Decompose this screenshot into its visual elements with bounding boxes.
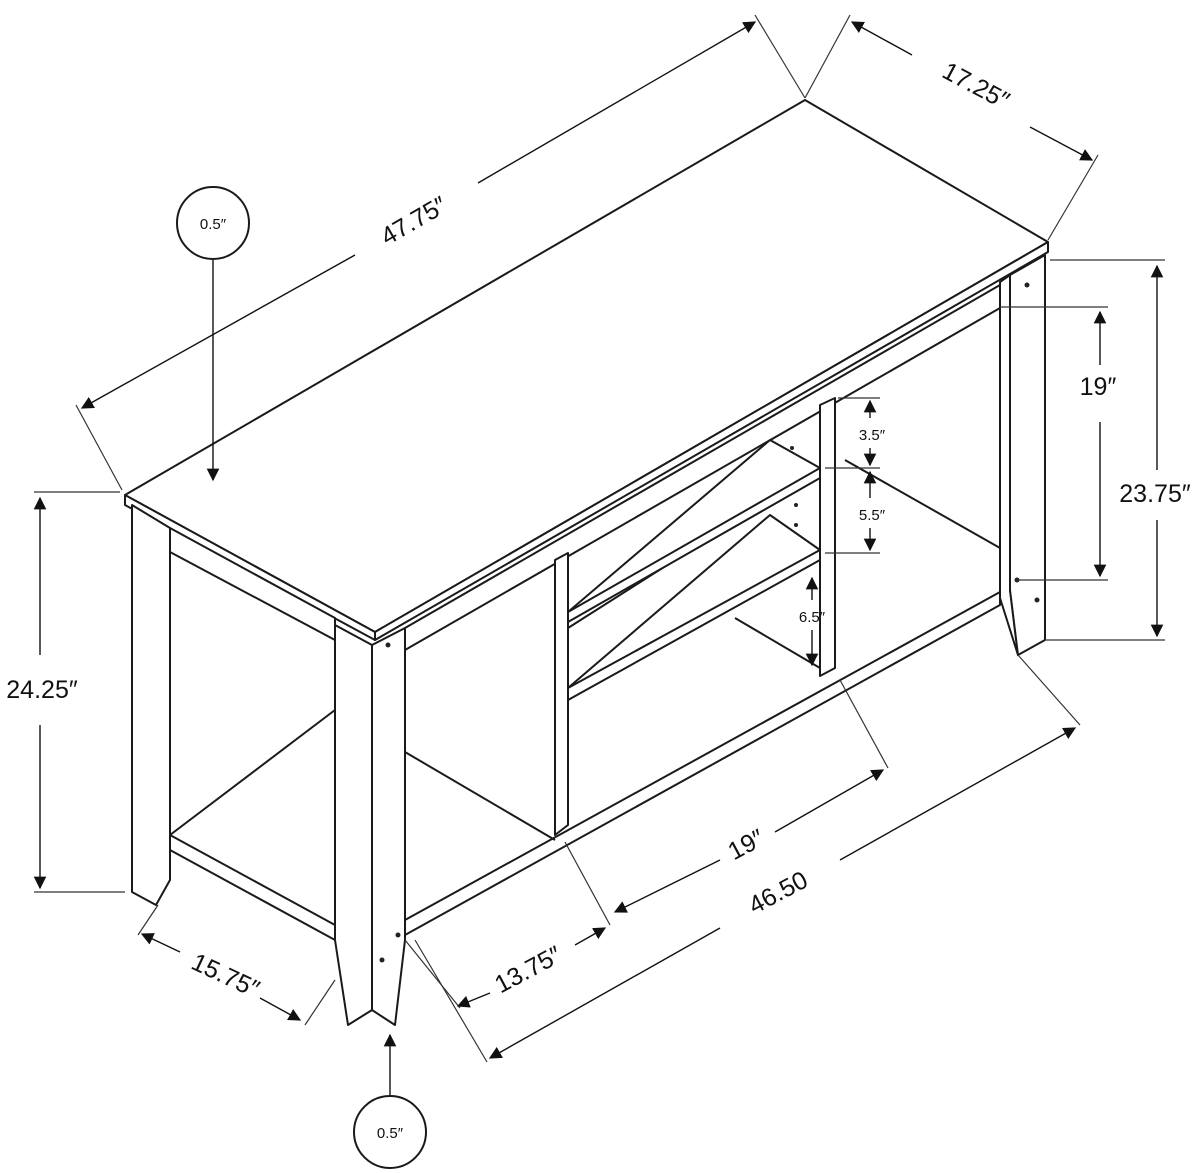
label-bottom-depth: 15.75″	[187, 948, 264, 1004]
label-top-thickness: 0.5″	[200, 216, 227, 233]
tabletop-right-edge	[374, 241, 1049, 641]
center-right-divider	[819, 397, 836, 677]
leg-screw-3	[379, 957, 385, 963]
label-side-opening: 13.75″	[490, 941, 566, 999]
shelf-pin-3	[794, 523, 798, 527]
tabletop-surface	[124, 99, 1049, 633]
front-left-leg-face	[371, 627, 406, 1026]
leg-screw-6	[1034, 597, 1040, 603]
label-shelf-mid-gap: 5.5″	[859, 507, 886, 524]
label-height-right: 23.75″	[1119, 480, 1191, 508]
top-length-dimline-b	[477, 21, 757, 184]
center-left-divider	[554, 552, 569, 836]
label-center-opening: 19″	[723, 824, 769, 866]
left-compartment-floor	[404, 751, 556, 841]
shelf-pin-1	[790, 446, 794, 450]
left-side-interior-edge	[169, 709, 336, 836]
top-depth-dimline-a	[850, 21, 913, 56]
middle-shelf-front	[567, 549, 821, 701]
leg-thickness-callout-circle	[353, 1095, 427, 1169]
right-back-leg	[1009, 254, 1046, 656]
top-length-dimline-a	[80, 254, 356, 409]
label-interior-height: 19″	[1080, 373, 1117, 401]
top-thickness-callout-circle	[176, 186, 250, 260]
left-bottom-rail	[169, 834, 336, 941]
label-height-left: 24.25″	[6, 676, 78, 704]
label-bottom-length: 46.50	[744, 866, 812, 920]
leg-screw-1	[385, 642, 391, 648]
dimension-lines	[33, 14, 1165, 1169]
tv-stand-drawing	[124, 99, 1049, 1026]
label-top-length: 47.75″	[376, 191, 452, 251]
leg-screw-4	[1024, 282, 1030, 288]
leg-screw-2	[395, 932, 401, 938]
label-shelf-top-gap: 3.5″	[859, 427, 886, 444]
right-compartment-floor	[844, 459, 1001, 549]
label-leg-thickness: 0.5″	[377, 1125, 404, 1142]
shelf-pin-2	[794, 503, 798, 507]
label-shelf-low-gap: 6.5″	[799, 609, 826, 626]
front-bottom-rail	[404, 591, 1001, 936]
front-left-leg	[334, 624, 373, 1026]
top-depth-dimline-b	[1029, 126, 1094, 161]
upper-shelf-front	[567, 467, 821, 623]
left-back-leg	[131, 504, 171, 906]
label-top-depth: 17.25″	[938, 57, 1014, 115]
